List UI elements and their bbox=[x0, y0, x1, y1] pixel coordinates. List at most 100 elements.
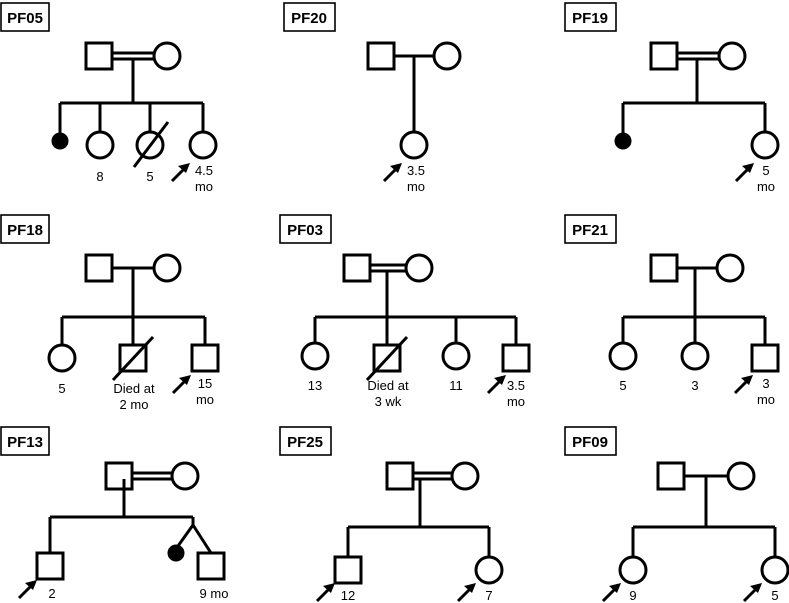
proband-square bbox=[501, 343, 531, 373]
age-label: mo bbox=[507, 394, 525, 409]
age-label: Died at bbox=[113, 381, 155, 396]
age-label: 9 mo bbox=[200, 586, 229, 601]
proband-arrow-shaft bbox=[170, 167, 186, 183]
proband-circle bbox=[188, 130, 218, 160]
age-label: mo bbox=[757, 179, 775, 194]
proband-square bbox=[333, 555, 363, 585]
deceased-female-child-circle bbox=[135, 130, 165, 160]
proband-square bbox=[35, 551, 65, 581]
father-square bbox=[656, 461, 686, 491]
age-label: 5 bbox=[771, 588, 778, 603]
family-label: PF18 bbox=[7, 222, 43, 239]
pedigree-pf19: PF19 5 mo bbox=[564, 2, 780, 194]
family-label: PF20 bbox=[291, 10, 327, 27]
proband-arrow-shaft bbox=[17, 584, 33, 600]
age-label: 4.5 bbox=[195, 163, 213, 178]
proband-arrow-head bbox=[750, 583, 762, 593]
proband-circle bbox=[760, 555, 789, 585]
proband-square bbox=[750, 343, 780, 373]
affected-twin-filled-circle bbox=[167, 544, 185, 562]
family-label: PF25 bbox=[287, 434, 323, 451]
pedigree-pf09: PF09 9 5 bbox=[564, 426, 789, 603]
proband-arrow-shaft bbox=[456, 587, 472, 603]
deceased-male-child-square bbox=[372, 343, 402, 373]
age-label: 3 bbox=[762, 376, 769, 391]
affected-child-filled-circle bbox=[51, 132, 69, 150]
twin-branch-line bbox=[176, 524, 195, 547]
pedigree-pf03: PF03 13 Died at 3 wk 11 3.5 mo bbox=[279, 214, 531, 409]
proband-circle bbox=[618, 555, 648, 585]
female-child-circle bbox=[47, 343, 77, 373]
age-label: 8 bbox=[96, 169, 103, 184]
pedigree-pf05: PF05 8 5 4.5 mo bbox=[0, 2, 218, 194]
age-label: 3.5 bbox=[407, 163, 425, 178]
female-child-circle bbox=[608, 341, 638, 371]
family-label-box bbox=[283, 2, 336, 32]
proband-arrow-head bbox=[742, 163, 754, 173]
family-label-box bbox=[0, 426, 50, 456]
age-label: 9 bbox=[629, 588, 636, 603]
female-child-circle bbox=[300, 341, 330, 371]
father-square bbox=[366, 41, 396, 71]
father-square bbox=[385, 461, 415, 491]
age-label: 2 mo bbox=[120, 397, 149, 412]
proband-arrow-shaft bbox=[486, 379, 502, 395]
affected-child-filled-circle bbox=[614, 132, 632, 150]
age-label: 13 bbox=[308, 378, 322, 393]
proband-arrow-shaft bbox=[734, 167, 750, 183]
family-label: PF05 bbox=[7, 10, 43, 27]
family-label: PF09 bbox=[572, 434, 608, 451]
family-label: PF21 bbox=[572, 222, 608, 239]
proband-arrow-head bbox=[178, 163, 190, 173]
father-square bbox=[104, 461, 134, 491]
age-label: 15 bbox=[198, 376, 212, 391]
father-square bbox=[649, 253, 679, 283]
family-label-box bbox=[0, 2, 50, 32]
family-label: PF03 bbox=[287, 222, 323, 239]
proband-arrow-shaft bbox=[382, 167, 398, 183]
deceased-slash bbox=[132, 121, 170, 168]
pedigree-pf13: PF13 2 9 mo bbox=[0, 426, 229, 601]
deceased-male-child-square bbox=[118, 343, 148, 373]
proband-arrow-head bbox=[494, 375, 506, 385]
proband-arrow-head bbox=[25, 580, 37, 590]
family-label-box bbox=[564, 426, 617, 456]
mother-circle bbox=[152, 253, 182, 283]
proband-arrow-head bbox=[609, 583, 621, 593]
age-label: 5 bbox=[146, 169, 153, 184]
female-child-circle bbox=[680, 341, 710, 371]
family-label: PF13 bbox=[7, 434, 43, 451]
mother-circle bbox=[404, 253, 434, 283]
age-label: 7 bbox=[485, 588, 492, 603]
proband-arrow-head bbox=[323, 583, 335, 593]
proband-arrow-shaft bbox=[601, 587, 617, 603]
pedigree-pf21: PF21 5 3 3 mo bbox=[564, 214, 780, 407]
mother-circle bbox=[717, 41, 747, 71]
age-label: 5 bbox=[762, 163, 769, 178]
proband-arrow-shaft bbox=[171, 379, 187, 395]
deceased-slash bbox=[111, 335, 155, 382]
father-square bbox=[342, 253, 372, 283]
proband-arrow-head bbox=[179, 375, 191, 385]
age-label: 3 wk bbox=[375, 394, 402, 409]
age-label: mo bbox=[757, 392, 775, 407]
family-label: PF19 bbox=[572, 10, 608, 27]
age-label: 5 bbox=[619, 378, 626, 393]
proband-arrow-head bbox=[464, 583, 476, 593]
male-twin-square bbox=[196, 551, 226, 581]
age-label: Died at bbox=[367, 378, 409, 393]
family-label-box bbox=[279, 426, 332, 456]
proband-arrow-head bbox=[390, 163, 402, 173]
proband-circle bbox=[750, 130, 780, 160]
age-label: 12 bbox=[341, 588, 355, 603]
age-label: mo bbox=[196, 392, 214, 407]
proband-circle bbox=[399, 130, 429, 160]
mother-circle bbox=[450, 461, 480, 491]
age-label: mo bbox=[195, 179, 213, 194]
proband-circle bbox=[474, 555, 504, 585]
deceased-slash bbox=[365, 335, 409, 382]
age-label: 5 bbox=[58, 381, 65, 396]
female-child-circle bbox=[85, 130, 115, 160]
father-square bbox=[649, 41, 679, 71]
